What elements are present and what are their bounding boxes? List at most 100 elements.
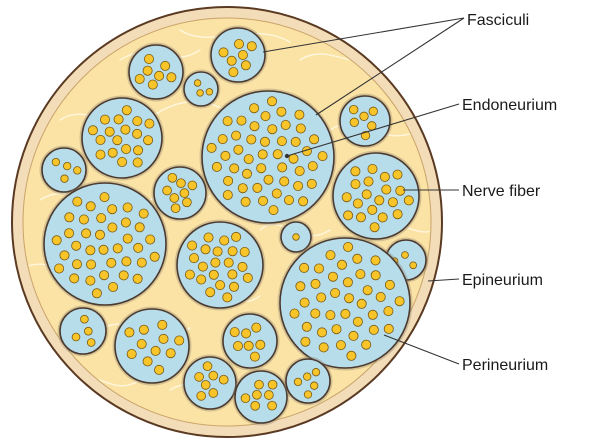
label-epineurium: Epineurium <box>462 272 543 289</box>
nerve-fiber <box>197 275 206 284</box>
nerve-fiber <box>357 299 366 308</box>
nerve-fiber <box>351 180 360 189</box>
nerve-fiber <box>133 129 142 138</box>
nerve-fiber <box>135 223 144 232</box>
nerve-fiber <box>228 270 237 279</box>
nerve-fiber <box>328 272 337 281</box>
nerve-fiber <box>388 198 397 207</box>
fascicle <box>58 306 109 357</box>
nerve-fiber <box>220 236 229 245</box>
nerve-fiber <box>96 150 105 159</box>
nerve-fiber <box>92 289 101 298</box>
nerve-fiber <box>243 273 252 282</box>
nerve-fiber <box>326 251 335 260</box>
nerve-fiber <box>240 247 249 256</box>
nerve-fiber <box>312 368 319 375</box>
fascicle <box>200 89 337 226</box>
nerve-fiber <box>166 349 175 358</box>
nerve-fiber <box>84 327 92 335</box>
nerve-fiber <box>250 104 259 113</box>
nerve-fiber <box>125 328 134 337</box>
nerve-fiber <box>280 177 289 186</box>
nerve-fiber <box>238 262 247 271</box>
nerve-fiber <box>158 320 167 329</box>
nerve-fiber <box>133 274 142 283</box>
fascicle <box>127 43 186 102</box>
nerve-fiber <box>311 279 320 288</box>
label-endoneurium: Endoneurium <box>462 97 557 114</box>
nerve-fiber <box>347 351 356 360</box>
nerve-fiber <box>72 260 81 269</box>
nerve-fiber <box>197 90 204 97</box>
nerve-fiber <box>139 325 148 334</box>
nerve-fiber <box>118 157 127 166</box>
nerve-fiber <box>318 152 327 161</box>
nerve-fiber <box>123 203 132 212</box>
nerve-fiber <box>209 389 218 398</box>
nerve-fiber <box>244 341 253 350</box>
nerve-fiber <box>52 158 59 165</box>
nerve-fiber <box>180 189 189 198</box>
nerve-fiber <box>212 162 221 171</box>
nerve-fiber <box>253 183 262 192</box>
nerve-fiber <box>80 315 88 323</box>
nerve-fiber <box>79 215 88 224</box>
nerve-fiber <box>219 48 228 57</box>
fascicle <box>221 312 280 371</box>
fascicle <box>42 181 169 308</box>
nerve-fiber <box>277 107 286 116</box>
nerve-fiber <box>234 145 243 154</box>
nerve-fiber <box>242 169 251 178</box>
nerve-fiber <box>395 297 404 306</box>
nerve-fiber <box>133 117 142 126</box>
nerve-fiber <box>317 293 326 302</box>
nerve-fiber <box>242 329 251 338</box>
nerve-fiber <box>341 309 350 318</box>
nerve-fiber <box>295 110 304 119</box>
nerve-fiber <box>251 401 260 410</box>
fascicle-body <box>177 222 263 308</box>
nerve-fiber <box>99 245 108 254</box>
nerve-fiber <box>396 186 405 195</box>
nerve-fiber <box>291 137 300 146</box>
nerve-fiber <box>269 206 278 215</box>
nerve-fiber <box>302 322 311 331</box>
nerve-fiber <box>218 135 227 144</box>
nerve-fiber <box>300 298 309 307</box>
nerve-fiber <box>378 213 387 222</box>
nerve-fiber <box>204 233 213 242</box>
nerve-fiber <box>100 193 109 202</box>
nerve-fiber <box>72 333 80 341</box>
label-nerve-fiber: Nerve fiber <box>462 183 541 200</box>
nerve-fiber <box>310 382 317 389</box>
nerve-fiber <box>88 126 97 135</box>
nerve-fiber <box>264 175 273 184</box>
nerve-fiber <box>371 271 380 280</box>
nerve-fiber <box>299 197 308 206</box>
nerve-fiber <box>224 176 233 185</box>
nerve-fiber <box>188 181 197 190</box>
nerve-fiber <box>353 254 362 263</box>
nerve-fiber <box>314 264 323 273</box>
nerve-fiber <box>303 373 310 380</box>
nerve-fiber <box>281 120 290 129</box>
nerve-fiber <box>375 196 384 205</box>
nerve-fiber <box>105 127 114 136</box>
nerve-fiber <box>294 181 303 190</box>
nerve-fiber <box>133 158 142 167</box>
nerve-fiber <box>159 334 168 343</box>
nerve-fiber <box>223 190 232 199</box>
nerve-fiber <box>284 196 293 205</box>
nerve-fiber <box>356 213 365 222</box>
nerve-fiber <box>185 270 194 279</box>
nerve-fiber <box>256 340 265 349</box>
label-fasciculi: Fasciculi <box>467 12 529 29</box>
nerve-fiber <box>362 190 371 199</box>
nerve-fiber <box>113 136 122 145</box>
nerve-fiber <box>114 115 123 124</box>
nerve-fiber <box>264 391 273 400</box>
nerve-fiber <box>95 230 104 239</box>
nerve-fiber <box>137 258 146 267</box>
nerve-fiber <box>232 232 241 241</box>
